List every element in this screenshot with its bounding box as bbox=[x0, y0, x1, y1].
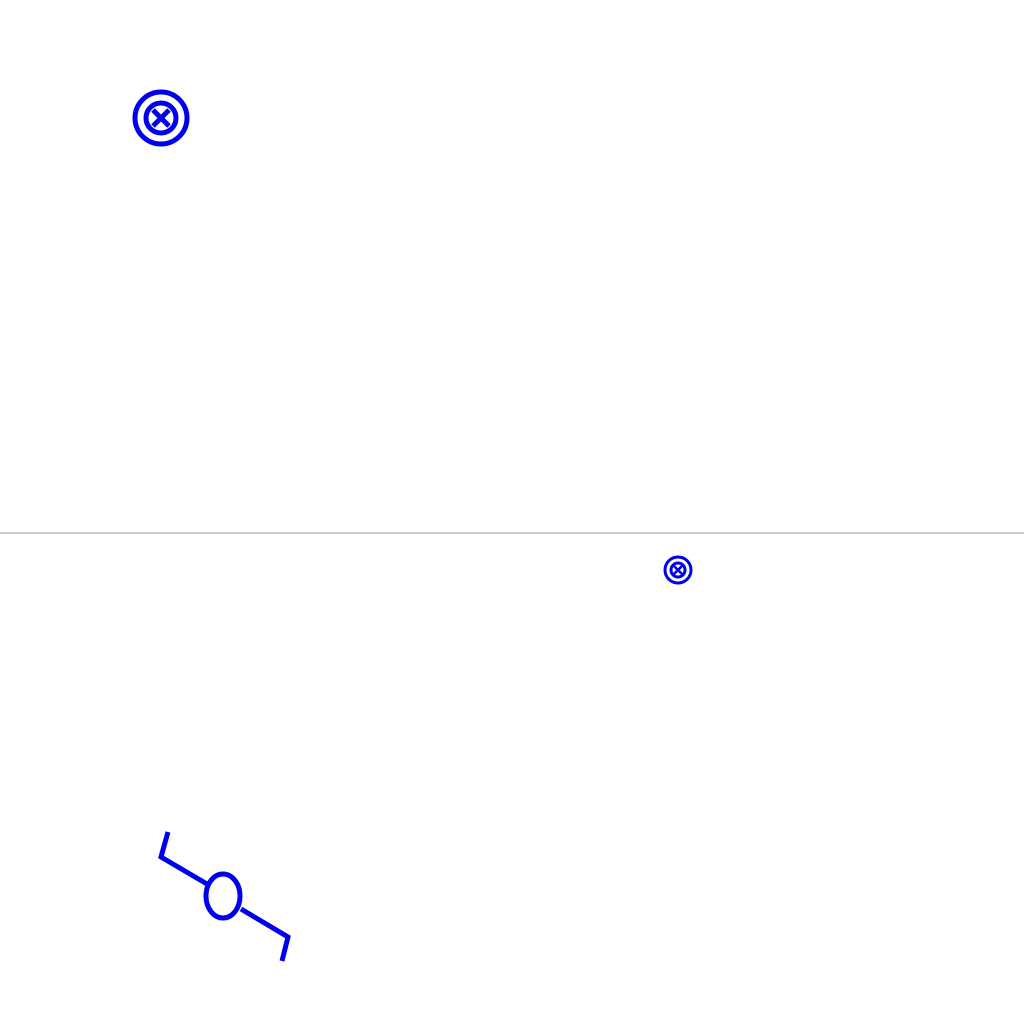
light-source-icon bbox=[663, 555, 693, 585]
light-source-icon bbox=[132, 89, 190, 147]
resistor-switch-icon bbox=[158, 831, 291, 962]
